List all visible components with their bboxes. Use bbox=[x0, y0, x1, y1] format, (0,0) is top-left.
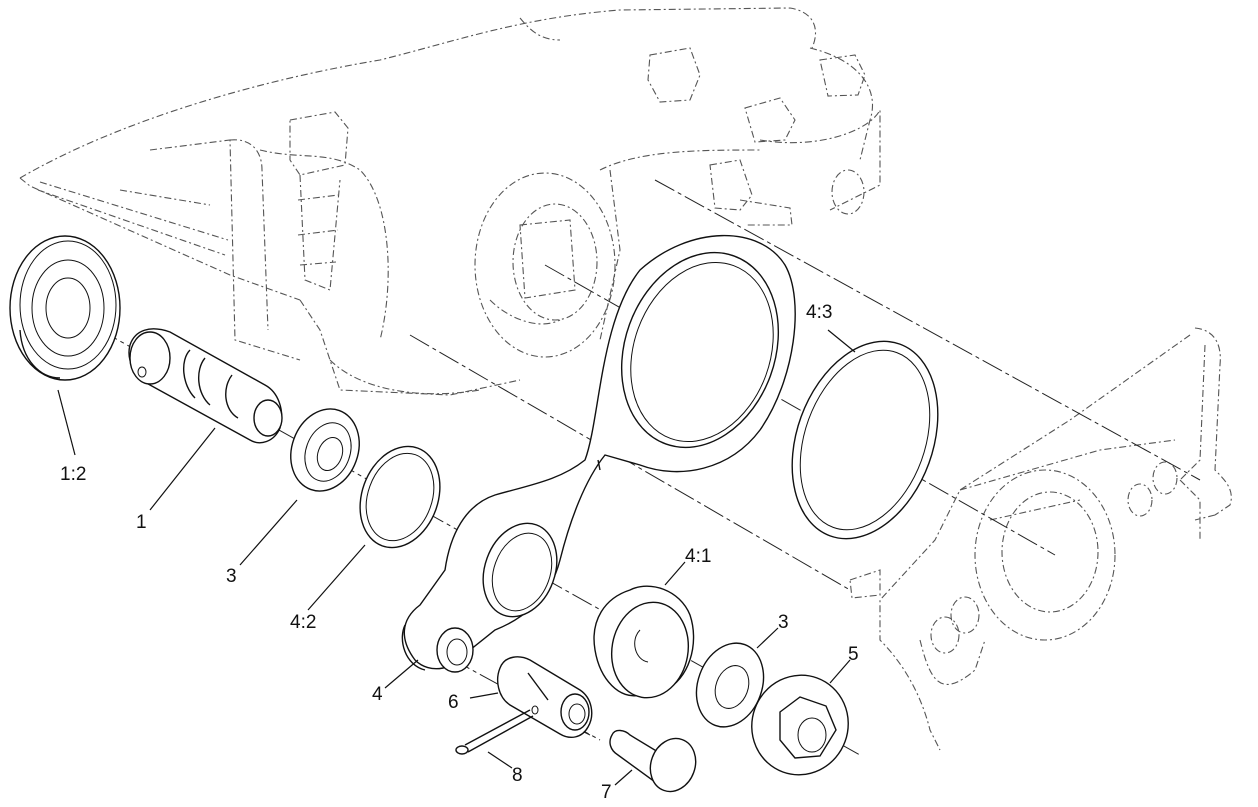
callout-4-2: 4:2 bbox=[290, 612, 316, 633]
arm-part-4 bbox=[401, 234, 796, 673]
callout-leaders bbox=[57, 329, 856, 786]
flange-nut-part-5 bbox=[751, 674, 849, 776]
callout-4-3: 4:3 bbox=[806, 302, 832, 323]
callout-3-left: 3 bbox=[226, 566, 237, 587]
pivot-shaft-part-1 bbox=[128, 328, 283, 444]
cotter-pin-part-8 bbox=[455, 709, 534, 755]
callout-5: 5 bbox=[848, 644, 859, 665]
callout-4-1: 4:1 bbox=[685, 546, 711, 567]
callout-1-2: 1:2 bbox=[60, 464, 86, 485]
gearbox-phantom-outline bbox=[849, 327, 1232, 751]
bushing-part-4-1 bbox=[593, 585, 695, 699]
housing-phantom-outline bbox=[19, 7, 881, 396]
callout-labels: 1:2 1 3 4:2 4 6 8 7 4:1 3 5 4:3 bbox=[60, 302, 859, 803]
o-ring-part-4-3 bbox=[791, 340, 939, 540]
callout-3-right: 3 bbox=[778, 612, 789, 633]
washer-part-3-right bbox=[695, 642, 765, 728]
pin-part-7 bbox=[609, 729, 697, 793]
callout-1: 1 bbox=[136, 512, 147, 533]
callout-8: 8 bbox=[512, 765, 523, 786]
callout-6: 6 bbox=[448, 692, 459, 713]
washer-part-3-left bbox=[290, 408, 360, 492]
clevis-pin-part-6 bbox=[497, 656, 593, 739]
callout-4: 4 bbox=[372, 684, 383, 705]
o-ring-part-4-2 bbox=[359, 445, 441, 549]
seal-part-1-2 bbox=[9, 235, 121, 381]
callout-7: 7 bbox=[601, 782, 612, 803]
